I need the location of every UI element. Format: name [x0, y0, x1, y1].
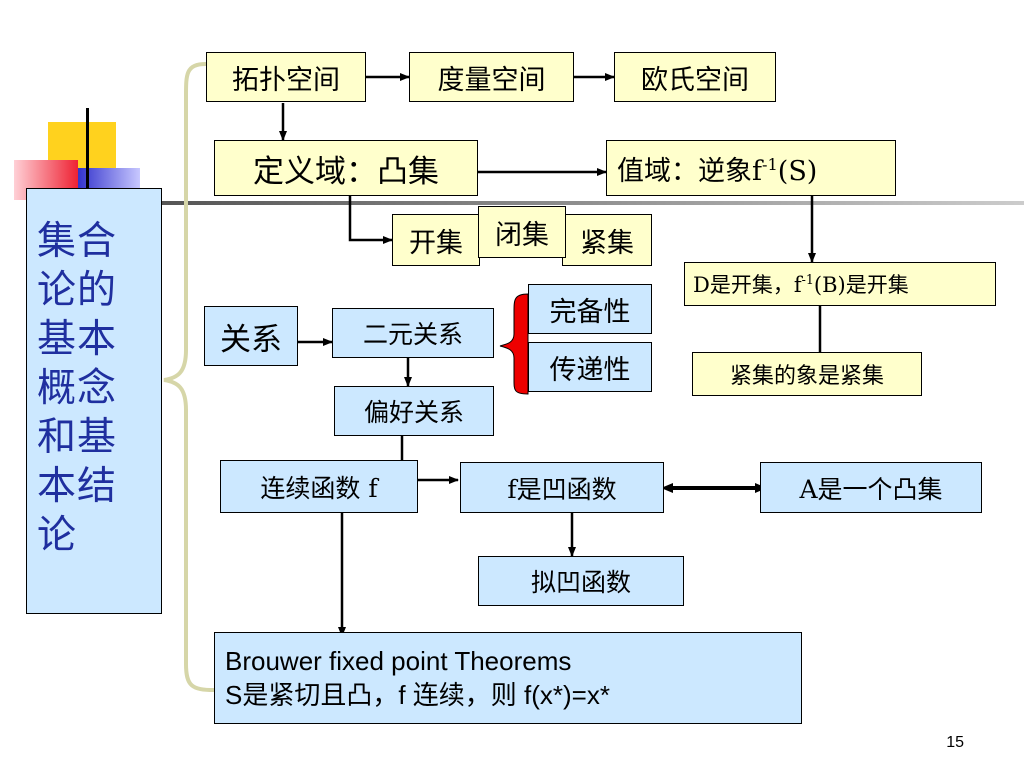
complete-box: 完备性 — [528, 284, 652, 334]
concave-label: f是凹函数 — [507, 474, 617, 504]
page-title: 集合论的基本概念和基本结论 — [37, 219, 118, 558]
compactset-box: 紧集 — [562, 214, 652, 266]
binary-label: 二元关系 — [362, 320, 463, 349]
complete-label: 完备性 — [549, 296, 631, 328]
metric-box: 度量空间 — [409, 52, 574, 102]
dopen-label: D是开集，f-1(B)是开集 — [693, 272, 909, 297]
convex-a-label: A是一个凸集 — [799, 474, 943, 504]
continuous-box: 连续函数 f — [220, 460, 418, 513]
dopen-box: D是开集，f-1(B)是开集 — [684, 262, 996, 306]
title-box: 集合论的基本概念和基本结论 — [26, 188, 162, 614]
euclid-box: 欧氏空间 — [614, 52, 776, 102]
transitive-box: 传递性 — [528, 342, 652, 392]
vertical-decor-line — [86, 108, 89, 208]
quasi-box: 拟凹函数 — [478, 556, 684, 606]
concave-box: f是凹函数 — [460, 462, 664, 513]
range-box: 值域：逆象f-1(S) — [606, 140, 896, 196]
compact-image-box: 紧集的象是紧集 — [692, 352, 922, 396]
relation-label: 关系 — [220, 321, 282, 358]
topology-box: 拓扑空间 — [206, 52, 366, 102]
relation-box: 关系 — [204, 306, 298, 366]
preference-box: 偏好关系 — [334, 386, 494, 436]
red-brace — [499, 293, 529, 395]
range-label: 值域：逆象f-1(S) — [617, 154, 818, 187]
topology-label: 拓扑空间 — [232, 64, 340, 96]
closedset-label: 闭集 — [495, 219, 549, 251]
binary-box: 二元关系 — [332, 308, 494, 358]
left-brace — [163, 62, 215, 692]
continuous-label: 连续函数 f — [260, 473, 378, 503]
brouwer-title: Brouwer fixed point Theorems — [225, 646, 572, 676]
horizontal-rule — [160, 201, 1024, 205]
brouwer-statement: S是紧切且凸，f 连续，则 f(x*)=x* — [225, 680, 610, 710]
dopen-superscript: -1 — [801, 272, 814, 287]
domain-box: 定义域：凸集 — [214, 140, 478, 196]
arrow-domain-openset — [348, 196, 393, 244]
compactset-label: 紧集 — [580, 227, 634, 259]
openset-box: 开集 — [392, 214, 480, 266]
convex-a-box: A是一个凸集 — [760, 462, 982, 513]
transitive-label: 传递性 — [549, 354, 631, 386]
domain-label: 定义域：凸集 — [253, 153, 439, 190]
page-number: 15 — [946, 734, 964, 751]
range-superscript: -1 — [762, 154, 778, 174]
metric-label: 度量空间 — [437, 64, 546, 96]
brouwer-box: Brouwer fixed point Theorems S是紧切且凸，f 连续… — [214, 632, 802, 724]
preference-label: 偏好关系 — [363, 398, 464, 427]
openset-label: 开集 — [409, 227, 463, 259]
compact-image-label: 紧集的象是紧集 — [729, 364, 884, 389]
euclid-label: 欧氏空间 — [641, 64, 749, 96]
quasi-label: 拟凹函数 — [530, 568, 631, 597]
closedset-box: 闭集 — [478, 206, 566, 258]
